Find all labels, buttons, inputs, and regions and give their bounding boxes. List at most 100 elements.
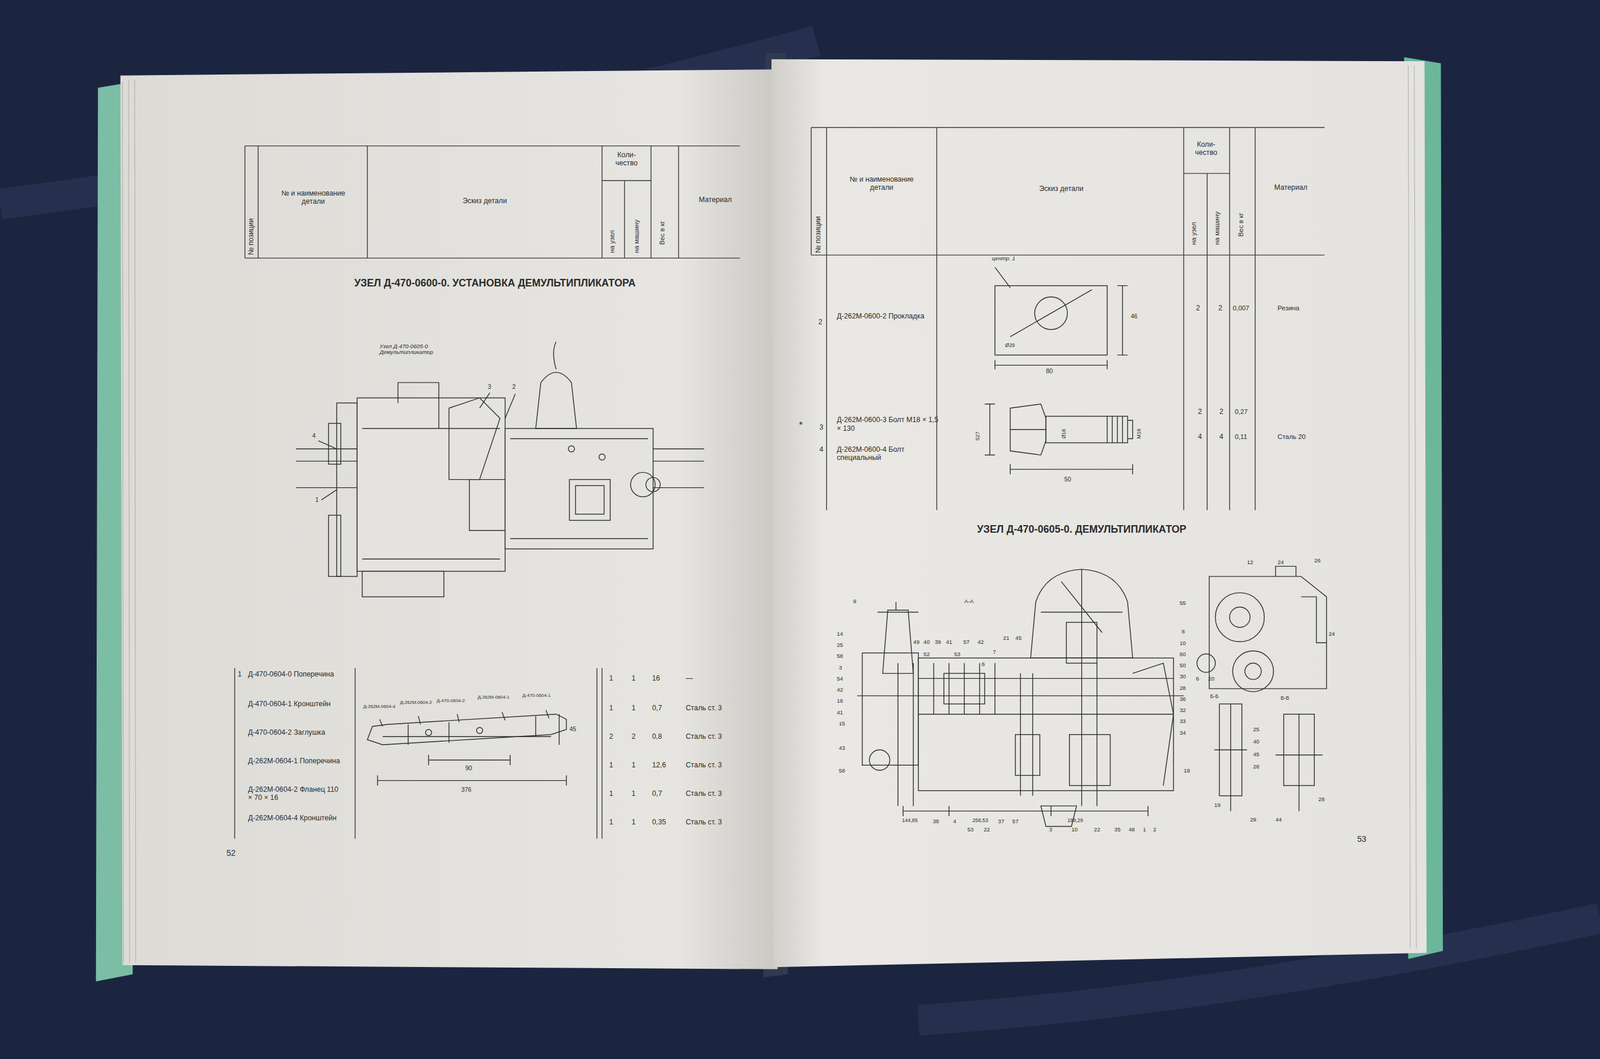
label-text: 46: [1130, 313, 1138, 321]
label-text: Д-470-0604-2 Заглушка: [248, 728, 342, 737]
callout-number: 22: [1094, 826, 1101, 833]
callout-number: 37: [997, 818, 1005, 825]
label-text: Узел Д-470-0605-0 Демультипликатор: [379, 342, 452, 356]
callout-number: 29: [1250, 816, 1257, 823]
label-text: 12,6: [652, 760, 667, 770]
table-grid: [811, 127, 1325, 511]
callout-number: 58: [836, 653, 844, 660]
label-text: 0,7: [652, 703, 663, 713]
crossmember-sketch: [377, 714, 566, 787]
callout-number: 16: [836, 698, 844, 705]
label-text: Д-262М-0604-2: [400, 699, 433, 706]
label-text: 1: [609, 674, 614, 683]
label-text: 2: [631, 732, 636, 741]
crossmember-sketch: [425, 729, 433, 736]
page-left: [122, 79, 136, 964]
side-view-drawing: [1215, 592, 1265, 642]
section-heading: УЗЕЛ Д-470-0600-0. УСТАНОВКА ДЕМУЛЬТИПЛИ…: [354, 277, 636, 290]
table-grid: [234, 668, 603, 840]
label-text: Сталь ст. 3: [685, 789, 722, 798]
table-grid: [245, 146, 741, 259]
label-text: Д-262М-0600-4 Болт специальный: [836, 445, 931, 463]
assembly-drawing: [535, 372, 577, 429]
assembly-drawing: [362, 571, 444, 597]
callout-number: 10: [1071, 826, 1078, 833]
callout-number: 50: [1179, 662, 1187, 669]
label-text: Д-262М-0604-4 Кронштейн: [248, 813, 342, 823]
assembly-drawing: [599, 454, 606, 461]
label-text: —: [685, 674, 693, 683]
gasket-sketch: [995, 267, 1128, 370]
label-text: 1: [631, 703, 636, 713]
label-text: 2: [609, 732, 614, 741]
bolt-sketch: [1045, 416, 1128, 444]
gasket-sketch: [995, 285, 1108, 356]
callout-number: 48: [1128, 826, 1135, 833]
callout-number: 6: [981, 661, 985, 668]
demultiplier-drawing: [1041, 569, 1123, 664]
demultiplier-drawing: [903, 805, 1149, 817]
callout-number: 7: [992, 649, 996, 656]
label-text: 1: [631, 818, 636, 827]
callout-number: 57: [1012, 818, 1019, 825]
callout-number: 12: [1247, 558, 1254, 566]
callout-number: 36: [1179, 695, 1187, 703]
label-text: Д-470-0604-2: [436, 698, 465, 704]
label-text: Вес в кг: [657, 220, 666, 245]
bolt-sketch: [1010, 404, 1046, 456]
label-text: *: [798, 420, 803, 431]
assembly-drawing: [448, 397, 501, 480]
callout-number: 39: [934, 638, 941, 646]
callout-number: 30: [1179, 673, 1187, 681]
label-text: 50: [1064, 476, 1072, 484]
callout-number: 34: [1179, 729, 1187, 736]
assembly-drawing: [645, 477, 661, 492]
callout-number: 20: [1208, 675, 1215, 682]
bolt-sketch: [1107, 416, 1134, 444]
label-text: на машину: [1213, 211, 1221, 245]
label-text: 0,35: [652, 818, 667, 827]
demultiplier-drawing: [897, 663, 913, 806]
label-text: 53: [1357, 834, 1367, 844]
callout-number: 25: [836, 641, 844, 649]
crossmember-sketch: [367, 714, 567, 746]
callout-number: 2: [512, 383, 516, 391]
label-text: 1: [631, 789, 636, 798]
callout-number: 1: [315, 496, 320, 504]
background: [0, 40, 1600, 1021]
label-text: № и наименование детали: [272, 189, 355, 207]
label-text: Д-262М-0604-1 Поперечина: [248, 756, 342, 766]
demultiplier-drawing: [1132, 663, 1174, 786]
side-view-drawing: [1214, 703, 1248, 812]
label-text: Сталь ст. 3: [685, 732, 722, 741]
callout-number: 14: [836, 630, 844, 637]
assembly-drawing: [510, 439, 649, 540]
demultiplier-drawing: [862, 653, 919, 766]
label-text: Материал: [698, 195, 732, 204]
label-text: 1: [609, 703, 614, 713]
label-text: Ø18: [1061, 429, 1068, 440]
demultiplier-drawing: [869, 749, 890, 771]
assembly-drawing: [575, 485, 604, 515]
label-text: 0,7: [652, 789, 663, 798]
callout-number: 45: [1015, 634, 1022, 642]
label-text: Д-470-0604-1 Кронштейн: [248, 699, 342, 709]
label-text: М18: [1136, 428, 1143, 439]
callout-number: 10: [1179, 639, 1187, 647]
label-text: 1: [631, 674, 636, 683]
label-text: Д-262М-0604-1: [477, 694, 510, 700]
label-text: 90: [465, 765, 473, 773]
demultiplier-drawing: [857, 569, 1184, 827]
page-right: [771, 59, 1427, 968]
label-text: 3: [819, 423, 824, 432]
label-text: на узел: [608, 229, 617, 253]
callout-number: 57: [963, 638, 970, 646]
label-text: 1: [609, 789, 614, 798]
assembly-drawing: [362, 382, 501, 559]
callout-number: 42: [977, 638, 984, 646]
book-cover: [96, 52, 1443, 982]
page-left: [120, 69, 778, 970]
demultiplier-drawing: [943, 673, 985, 705]
callout-number: 25: [1252, 726, 1260, 734]
